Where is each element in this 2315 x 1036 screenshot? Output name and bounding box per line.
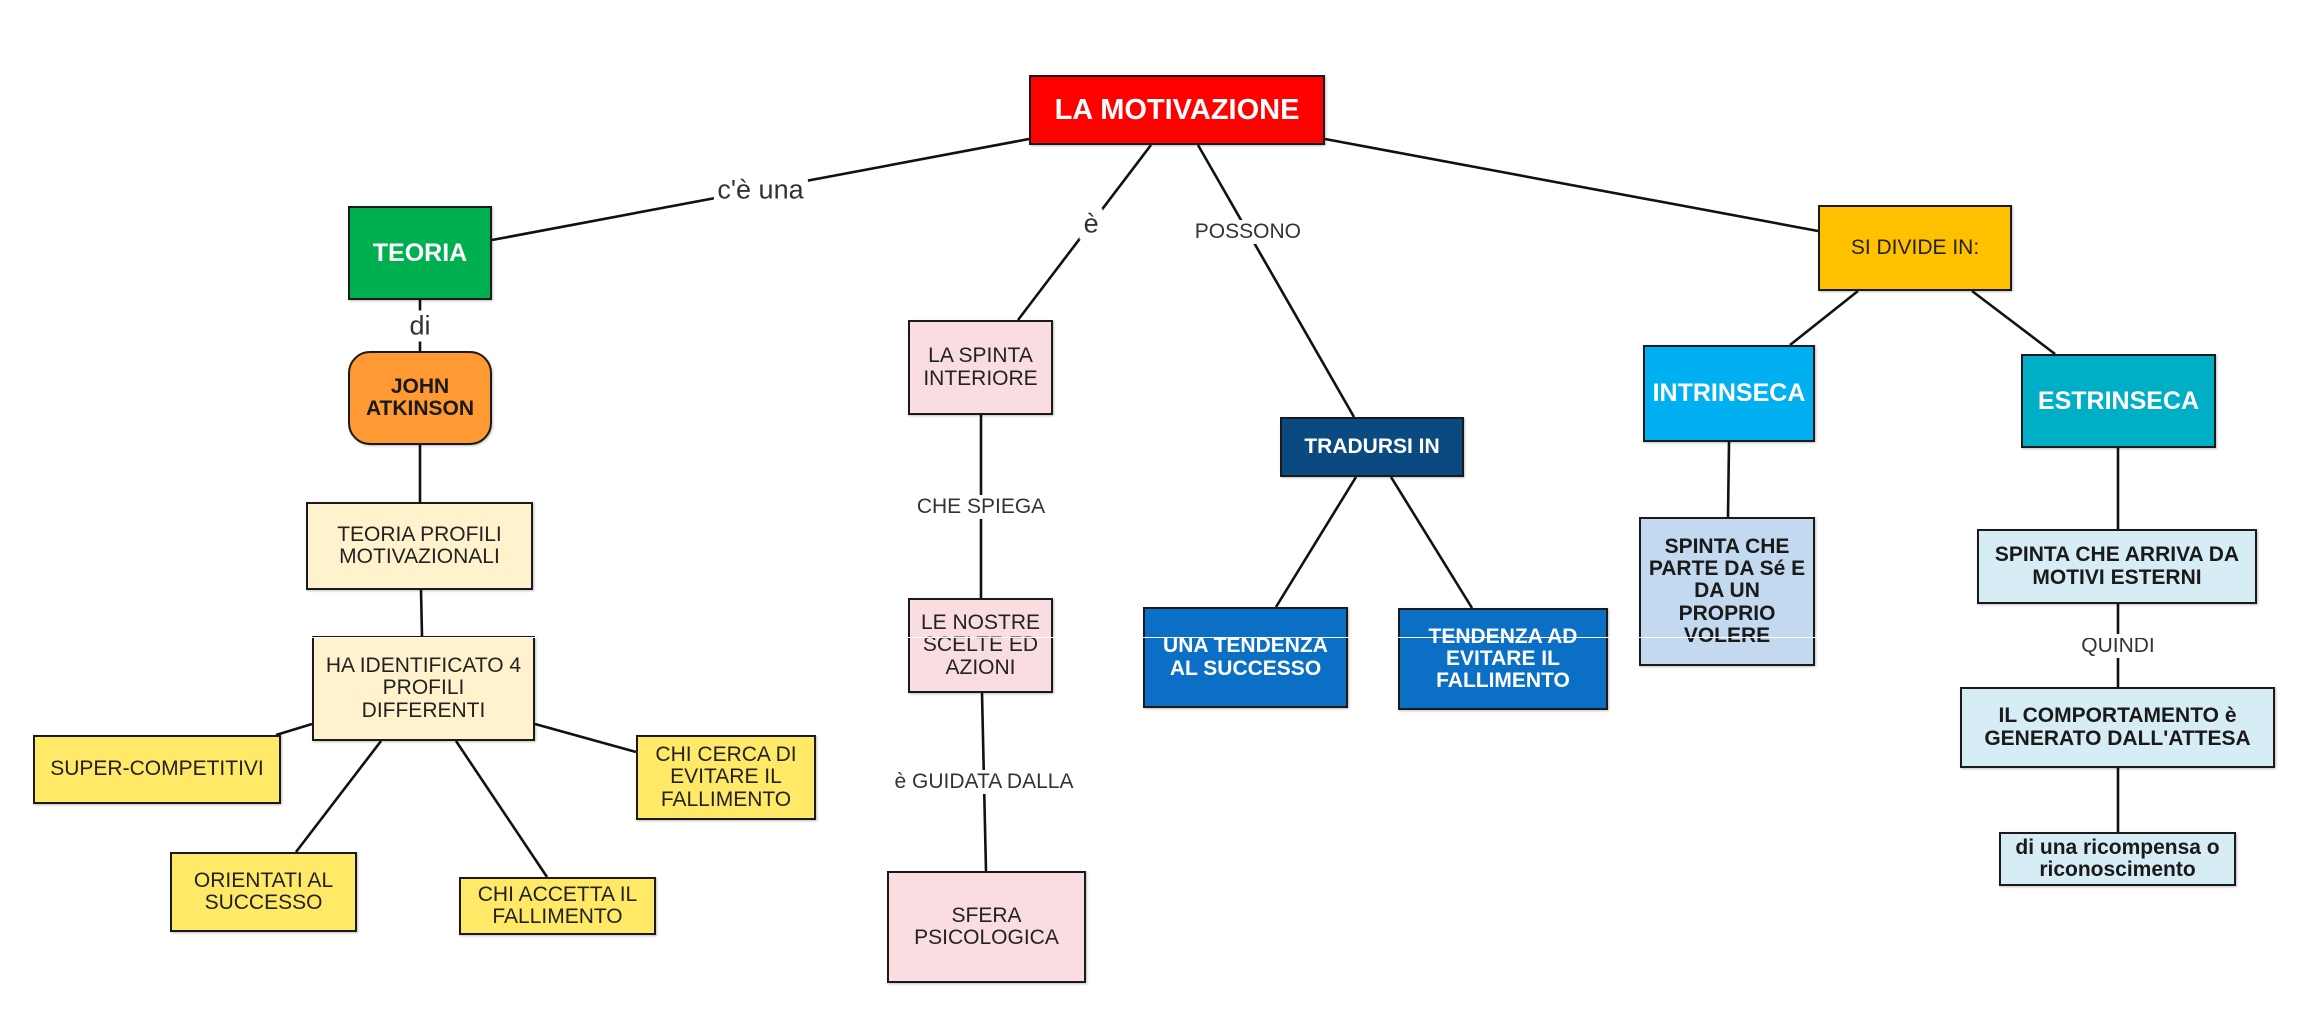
node-label: CHI CERCA DI EVITARE IL FALLIMENTO	[655, 743, 797, 811]
node-estrinseca[interactable]: ESTRINSECA	[2021, 354, 2216, 448]
node-la-motivazione[interactable]: LA MOTIVAZIONE	[1029, 75, 1325, 145]
node-di-una-ricompensa[interactable]: di una ricompensa o riconoscimento	[1999, 832, 2236, 886]
node-label: HA IDENTIFICATO 4 PROFILI DIFFERENTI	[325, 654, 522, 722]
node-label: TEORIA	[372, 238, 468, 267]
node-label: TEORIA PROFILI MOTIVAZIONALI	[337, 522, 502, 568]
node-label: LA MOTIVAZIONE	[1054, 93, 1300, 126]
node-la-spinta-interiore[interactable]: LA SPINTA INTERIORE	[908, 320, 1053, 415]
node-label: SPINTA CHE ARRIVA DA MOTIVI ESTERNI	[1994, 543, 2240, 589]
node-ha-identificato[interactable]: HA IDENTIFICATO 4 PROFILI DIFFERENTI	[312, 636, 535, 741]
connector-tradursi-tendenza_successo	[1274, 476, 1358, 608]
node-orientati-al-successo[interactable]: ORIENTATI AL SUCCESSO	[170, 852, 357, 932]
connector-tradursi-tendenza_fallimento	[1389, 476, 1474, 609]
link-label: c'è una	[713, 174, 808, 205]
node-label: SUPER-COMPETITIVI	[50, 757, 264, 781]
link-label: è	[1079, 208, 1103, 240]
connector-identificato-supercompetitivi	[275, 722, 313, 737]
node-label: IL COMPORTAMENTO è GENERATO DALL'ATTESA	[1984, 704, 2251, 750]
link-label: QUINDI	[2077, 633, 2159, 658]
node-label: JOHN ATKINSON	[365, 374, 475, 420]
link-label: è GUIDATA DALLA	[890, 770, 1078, 794]
node-label: ORIENTATI AL SUCCESSO	[193, 868, 334, 914]
connector-identificato-accetta	[454, 740, 549, 878]
connector-divide-estrinseca	[1971, 289, 2056, 356]
node-chi-cerca-di-evitare-il-fallimento[interactable]: CHI CERCA DI EVITARE IL FALLIMENTO	[636, 735, 816, 820]
link-label: CHE SPIEGA	[912, 494, 1050, 519]
node-label: LA SPINTA INTERIORE	[923, 344, 1038, 390]
node-label: ESTRINSECA	[2037, 386, 2200, 415]
node-super-competitivi[interactable]: SUPER-COMPETITIVI	[33, 735, 281, 804]
node-label: UNA TENDENZA AL SUCCESSO	[1163, 634, 1328, 680]
node-intrinseca[interactable]: INTRINSECA	[1643, 345, 1815, 442]
node-label: TRADURSI IN	[1304, 434, 1440, 458]
connector-profili-identificato	[419, 589, 424, 637]
node-spinta-che-parte-da-se[interactable]: SPINTA CHE PARTE DA Sé E DA UN PROPRIO V…	[1639, 517, 1815, 666]
node-label: CHI ACCETTA IL FALLIMENTO	[477, 882, 638, 928]
node-label: TENDENZA AD EVITARE IL FALLIMENTO	[1428, 624, 1578, 693]
node-label: SI DIVIDE IN:	[1850, 235, 1980, 259]
node-tendenza-ad-evitare-il-fallimento[interactable]: TENDENZA AD EVITARE IL FALLIMENTO	[1398, 608, 1608, 710]
node-il-comportamento[interactable]: IL COMPORTAMENTO è GENERATO DALL'ATTESA	[1960, 687, 2275, 768]
link-label: di	[405, 310, 435, 341]
connector-identificato-cerca	[534, 722, 637, 754]
node-tradursi-in[interactable]: TRADURSI IN	[1280, 417, 1464, 477]
connector-intrinseca-spinta_se	[1726, 441, 1731, 518]
connector-divide-intrinseca	[1789, 289, 1859, 347]
node-label: LE NOSTRE SCELTE ED AZIONI	[920, 611, 1041, 679]
node-label: SPINTA CHE PARTE DA Sé E DA UN PROPRIO V…	[1648, 535, 1806, 647]
node-chi-accetta-il-fallimento[interactable]: CHI ACCETTA IL FALLIMENTO	[459, 877, 656, 935]
node-john-atkinson[interactable]: JOHN ATKINSON	[348, 351, 492, 445]
node-teoria-profili-motivazionali[interactable]: TEORIA PROFILI MOTIVAZIONALI	[306, 502, 533, 590]
node-label: INTRINSECA	[1652, 379, 1806, 408]
node-si-divide-in[interactable]: SI DIVIDE IN:	[1818, 205, 2012, 291]
link-label: POSSONO	[1190, 220, 1306, 245]
node-label: SFERA PSICOLOGICA	[914, 903, 1059, 949]
connector-identificato-orientati	[294, 740, 383, 853]
node-una-tendenza-al-successo[interactable]: UNA TENDENZA AL SUCCESSO	[1143, 607, 1348, 708]
node-le-nostre-scelte-ed-azioni[interactable]: LE NOSTRE SCELTE ED AZIONI	[908, 598, 1053, 693]
connector-root-tradursi	[1196, 144, 1356, 418]
node-teoria[interactable]: TEORIA	[348, 206, 492, 300]
node-spinta-che-arriva-da-motivi-esterni[interactable]: SPINTA CHE ARRIVA DA MOTIVI ESTERNI	[1977, 529, 2257, 604]
node-label: di una ricompensa o riconoscimento	[2015, 835, 2220, 881]
connector-root-divide	[1324, 137, 1819, 233]
node-sfera-psicologica[interactable]: SFERA PSICOLOGICA	[887, 871, 1086, 983]
